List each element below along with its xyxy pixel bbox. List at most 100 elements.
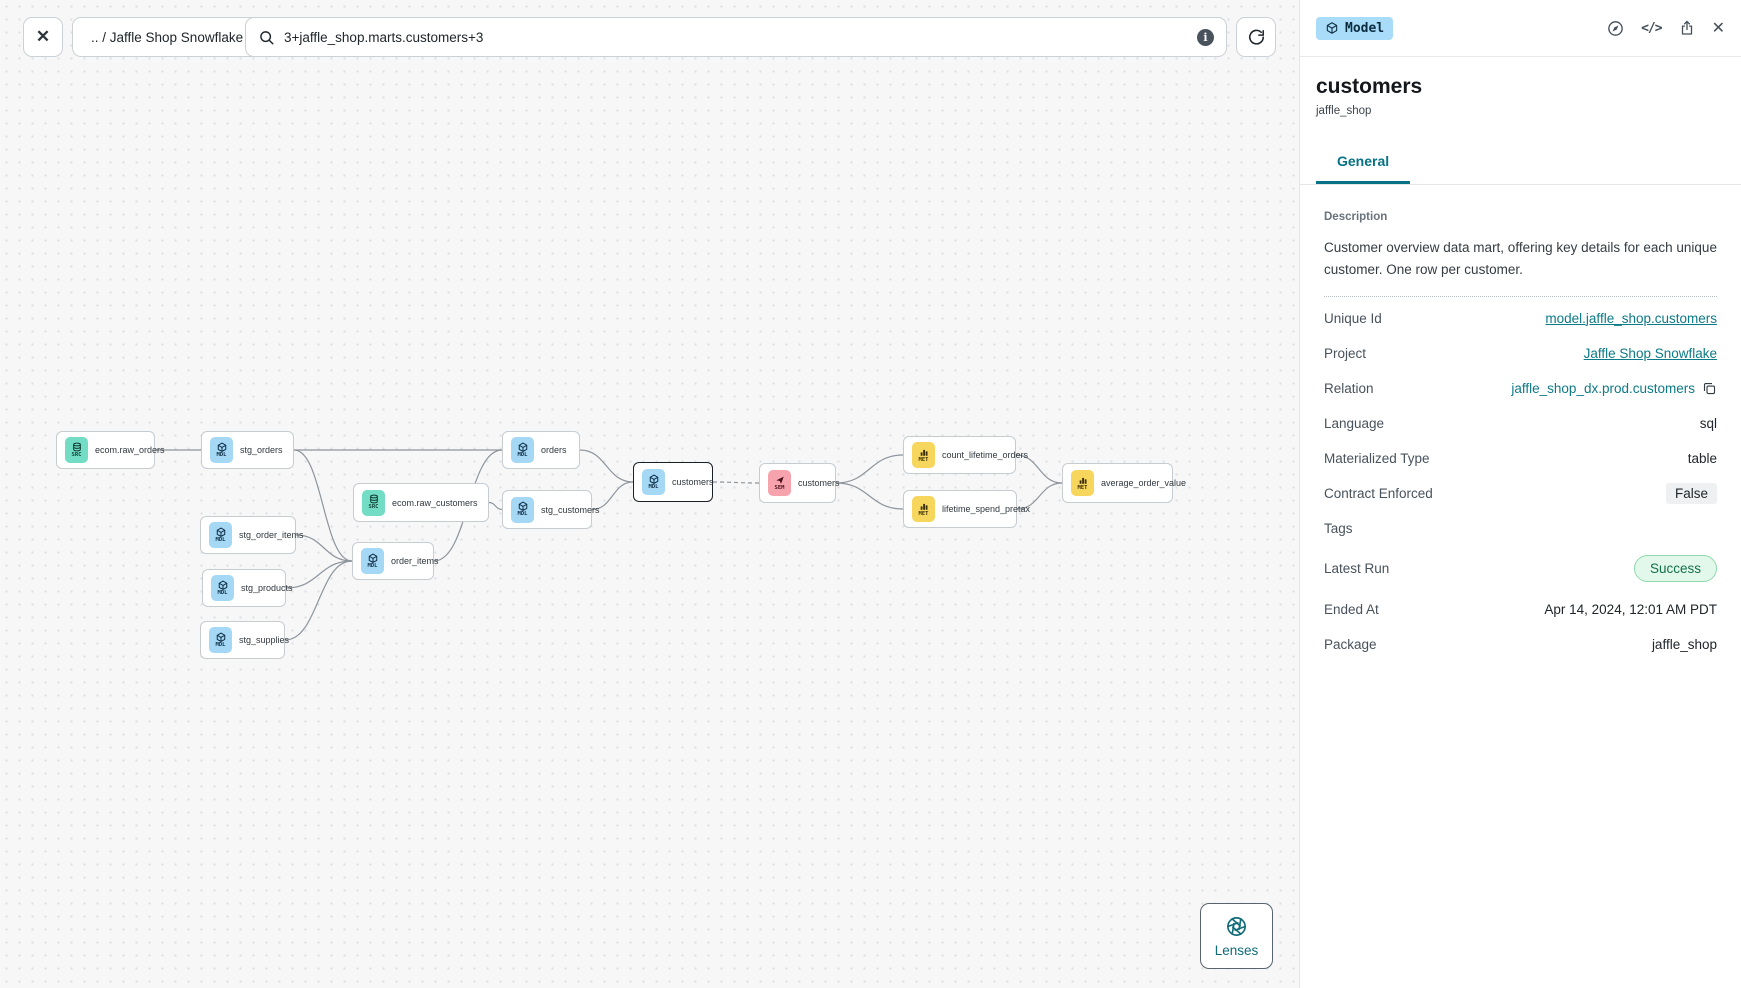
node-ecom_raw_orders[interactable]: SRC ecom.raw_orders xyxy=(56,431,165,469)
close-lineage-button[interactable]: ✕ xyxy=(23,17,63,57)
edge-stg_order_items-to-order_items xyxy=(295,534,353,562)
share-icon[interactable] xyxy=(1678,19,1696,37)
breadcrumb[interactable]: .. / Jaffle Shop Snowflake xyxy=(72,17,263,57)
field-row-tags: Tags xyxy=(1324,511,1717,546)
node-label: lifetime_spend_pretax xyxy=(942,504,1031,514)
lenses-label: Lenses xyxy=(1214,942,1259,958)
tab-general[interactable]: General xyxy=(1316,153,1411,184)
mdl-type-icon: MDL xyxy=(361,548,384,574)
node-stg_orders[interactable]: MDL stg_orders xyxy=(201,431,294,469)
copy-icon[interactable] xyxy=(1702,381,1717,396)
edge-customers-to-customers_sem xyxy=(712,481,760,484)
lenses-button[interactable]: Lenses xyxy=(1200,903,1273,969)
field-label-package: Package xyxy=(1324,636,1377,652)
edge-customers_sem-to-lifetime_spend_pretax xyxy=(835,482,904,510)
project-link[interactable]: Jaffle Shop Snowflake xyxy=(1583,345,1717,361)
info-icon[interactable]: i xyxy=(1197,28,1214,46)
mdl-type-icon: MDL xyxy=(642,469,665,495)
contract-badge: False xyxy=(1665,482,1717,504)
unique-id-link[interactable]: model.jaffle_shop.customers xyxy=(1545,310,1717,326)
met-type-icon: MET xyxy=(912,442,935,468)
resource-type-label: Model xyxy=(1345,20,1385,36)
node-stg_customers[interactable]: MDL stg_customers xyxy=(502,490,600,529)
node-orders[interactable]: MDL orders xyxy=(502,431,580,469)
model-title: customers xyxy=(1316,75,1423,98)
edge-layer xyxy=(154,449,1063,641)
close-panel-icon[interactable]: ✕ xyxy=(1711,20,1725,37)
node-label: count_lifetime_orders xyxy=(942,450,1029,460)
panel-tabs: General xyxy=(1300,153,1741,185)
node-label: orders xyxy=(541,445,567,455)
field-row-ended-at: Ended At Apr 14, 2024, 12:01 AM PDT xyxy=(1324,592,1717,627)
field-value-latest-run: Success xyxy=(1633,555,1717,583)
breadcrumb-label: .. / Jaffle Shop Snowflake xyxy=(91,29,244,45)
field-label-ended-at: Ended At xyxy=(1324,601,1379,617)
field-value-language: sql xyxy=(1699,415,1717,431)
field-label-language: Language xyxy=(1324,415,1385,431)
field-row-latest-run: Latest Run Success xyxy=(1324,546,1717,592)
node-label: customers xyxy=(672,477,714,487)
lens-aperture-icon xyxy=(1225,915,1248,938)
field-label-unique-id: Unique Id xyxy=(1324,310,1382,326)
model-subtitle: jaffle_shop xyxy=(1316,105,1372,117)
code-icon[interactable]: </> xyxy=(1641,20,1663,36)
edge-ecom_raw_customers-to-stg_customers xyxy=(488,501,503,511)
mdl-type-icon: MDL xyxy=(511,496,534,523)
field-value-materialized-type: table xyxy=(1687,450,1717,466)
lineage-search[interactable]: i xyxy=(245,17,1227,57)
search-icon xyxy=(258,29,275,46)
edge-lifetime_spend_pretax-to-average_order_value xyxy=(1016,482,1063,510)
src-type-icon: SRC xyxy=(65,437,88,463)
divider xyxy=(1324,295,1717,297)
field-label-tags: Tags xyxy=(1324,520,1353,536)
lineage-topbar: ✕ .. / Jaffle Shop Snowflake i xyxy=(0,0,1299,76)
node-customers[interactable]: MDL customers xyxy=(633,462,714,502)
mdl-type-icon: MDL xyxy=(511,437,534,463)
field-row-language: Language sql xyxy=(1324,406,1717,441)
node-label: ecom.raw_orders xyxy=(95,445,165,455)
field-label-latest-run: Latest Run xyxy=(1324,561,1390,577)
edge-count_lifetime_orders-to-average_order_value xyxy=(1015,454,1063,484)
refresh-button[interactable] xyxy=(1236,17,1276,57)
mdl-type-icon: MDL xyxy=(210,437,233,463)
mdl-type-icon: MDL xyxy=(211,575,234,601)
field-value-relation: jaffle_shop_dx.prod.customers xyxy=(1511,381,1717,396)
panel-title-block: customers jaffle_shop xyxy=(1300,57,1741,117)
panel-header: Model </> ✕ xyxy=(1300,0,1741,57)
description-label: Description xyxy=(1324,211,1388,223)
mdl-type-icon: MDL xyxy=(209,522,232,548)
node-label: stg_customers xyxy=(541,504,600,515)
edge-stg_supplies-to-order_items xyxy=(284,560,353,641)
edge-customers_sem-to-count_lifetime_orders xyxy=(835,454,904,484)
field-value-ended-at: Apr 14, 2024, 12:01 AM PDT xyxy=(1544,601,1717,617)
field-value-project: Jaffle Shop Snowflake xyxy=(1584,346,1717,361)
node-count_lifetime_orders[interactable]: MET count_lifetime_orders xyxy=(903,436,1028,474)
relation-link[interactable]: jaffle_shop_dx.prod.customers xyxy=(1511,380,1695,396)
lineage-canvas[interactable]: ✕ .. / Jaffle Shop Snowflake i SRCecom.r… xyxy=(0,0,1299,988)
refresh-icon xyxy=(1247,28,1266,47)
edge-stg_customers-to-customers xyxy=(591,481,634,511)
resource-type-badge: Model xyxy=(1316,16,1394,40)
field-value-package: jaffle_shop xyxy=(1651,636,1717,652)
search-input[interactable] xyxy=(284,29,1188,45)
node-label: customers xyxy=(798,478,840,488)
status-badge: Success xyxy=(1633,555,1717,583)
node-label: stg_orders xyxy=(240,445,283,455)
edge-stg_orders-to-order_items xyxy=(293,449,353,562)
edge-stg_products-to-order_items xyxy=(285,560,353,589)
node-label: stg_supplies xyxy=(239,635,290,645)
explore-compass-icon[interactable] xyxy=(1606,19,1625,38)
description-text: Customer overview data mart, offering ke… xyxy=(1324,240,1717,277)
